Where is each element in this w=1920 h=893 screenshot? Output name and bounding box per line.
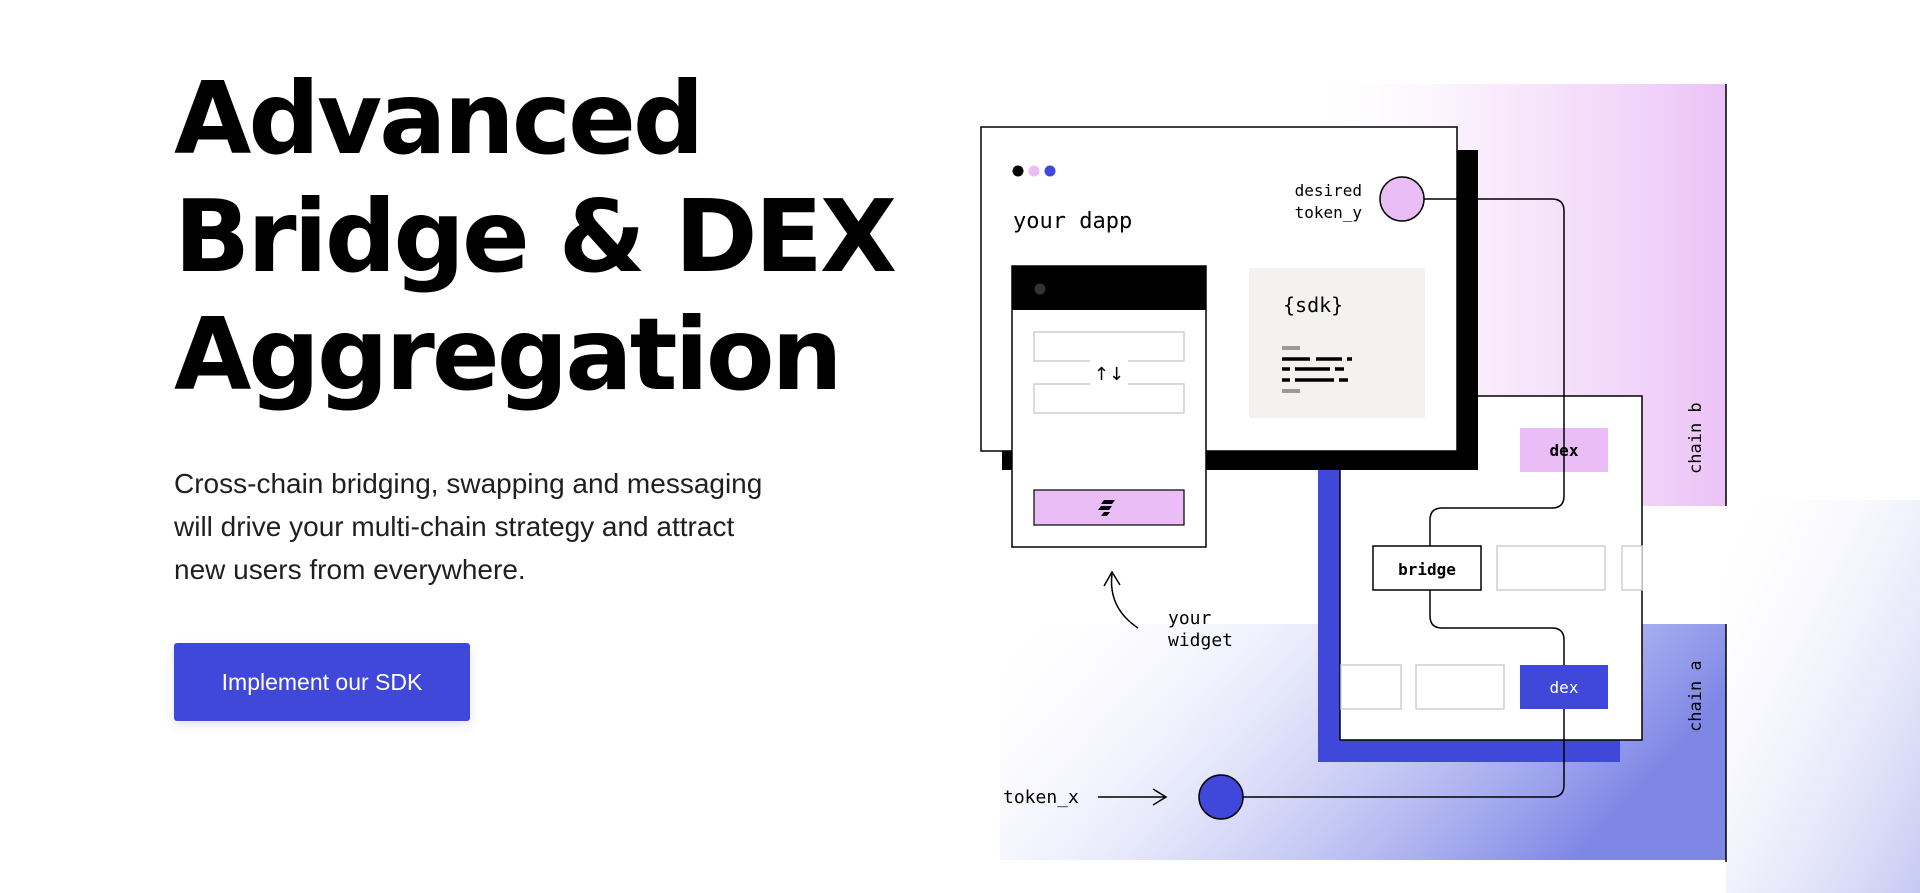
bridge-box xyxy=(1372,545,1482,591)
page-title: Advanced Bridge & DEX Aggregation xyxy=(174,60,897,414)
token-x-label: token_x xyxy=(1003,787,1079,808)
subtitle-line: Cross-chain bridging, swapping and messa… xyxy=(174,468,763,499)
placeholder-box xyxy=(1496,545,1606,591)
dex-bottom-box xyxy=(1520,665,1608,709)
route-line-top xyxy=(1423,198,1565,546)
placeholder-box xyxy=(1415,664,1505,710)
bridge-label: bridge xyxy=(1398,560,1456,579)
hero-subtitle: Cross-chain bridging, swapping and messa… xyxy=(174,462,814,591)
desired-token-label-2: token_y xyxy=(1295,203,1363,222)
route-line-source xyxy=(1243,709,1565,798)
code-lines-icon xyxy=(1282,346,1352,393)
implement-sdk-button[interactable]: Implement our SDK xyxy=(174,643,470,721)
lifi-logo-icon xyxy=(1098,500,1115,516)
dex-bottom-label: dex xyxy=(1550,678,1579,697)
headline-line: Advanced xyxy=(174,60,705,177)
widget-header-dot xyxy=(1034,283,1046,295)
subtitle-line: new users from everywhere. xyxy=(174,554,526,585)
placeholder-box xyxy=(1621,545,1643,591)
widget-annotation-1: your xyxy=(1168,608,1212,629)
right-glow xyxy=(1726,500,1920,893)
route-line-bottom xyxy=(1429,590,1565,665)
headline-line: Aggregation xyxy=(174,296,843,413)
widget-from-field xyxy=(1033,331,1185,362)
swap-chip xyxy=(1090,360,1128,386)
placeholder-box xyxy=(1340,664,1402,710)
source-token-circle xyxy=(1198,774,1244,820)
chain-b-label: chain b xyxy=(1686,402,1706,474)
curved-arrow-head xyxy=(1103,570,1121,587)
desired-token-circle xyxy=(1379,176,1425,222)
subtitle-line: will drive your multi-chain strategy and… xyxy=(174,511,735,542)
sdk-panel xyxy=(1249,268,1425,418)
hero-content: Advanced Bridge & DEX Aggregation Cross-… xyxy=(174,60,897,721)
swap-arrows-icon: ↑↓ xyxy=(1094,364,1124,385)
three-dots-icon xyxy=(1012,165,1056,177)
widget-to-field xyxy=(1033,383,1185,414)
dapp-window-shadow-edge xyxy=(1457,150,1478,470)
token-x-arrow-head xyxy=(1152,788,1168,806)
sdk-label: {sdk} xyxy=(1283,293,1343,317)
widget-annotation-2: widget xyxy=(1168,630,1233,651)
chain-a-label: chain a xyxy=(1686,660,1706,732)
dapp-label: your dapp xyxy=(1013,209,1132,234)
desired-token-label-1: desired xyxy=(1295,181,1362,200)
curved-arrow-icon xyxy=(1110,573,1139,629)
headline-line: Bridge & DEX xyxy=(174,178,897,295)
